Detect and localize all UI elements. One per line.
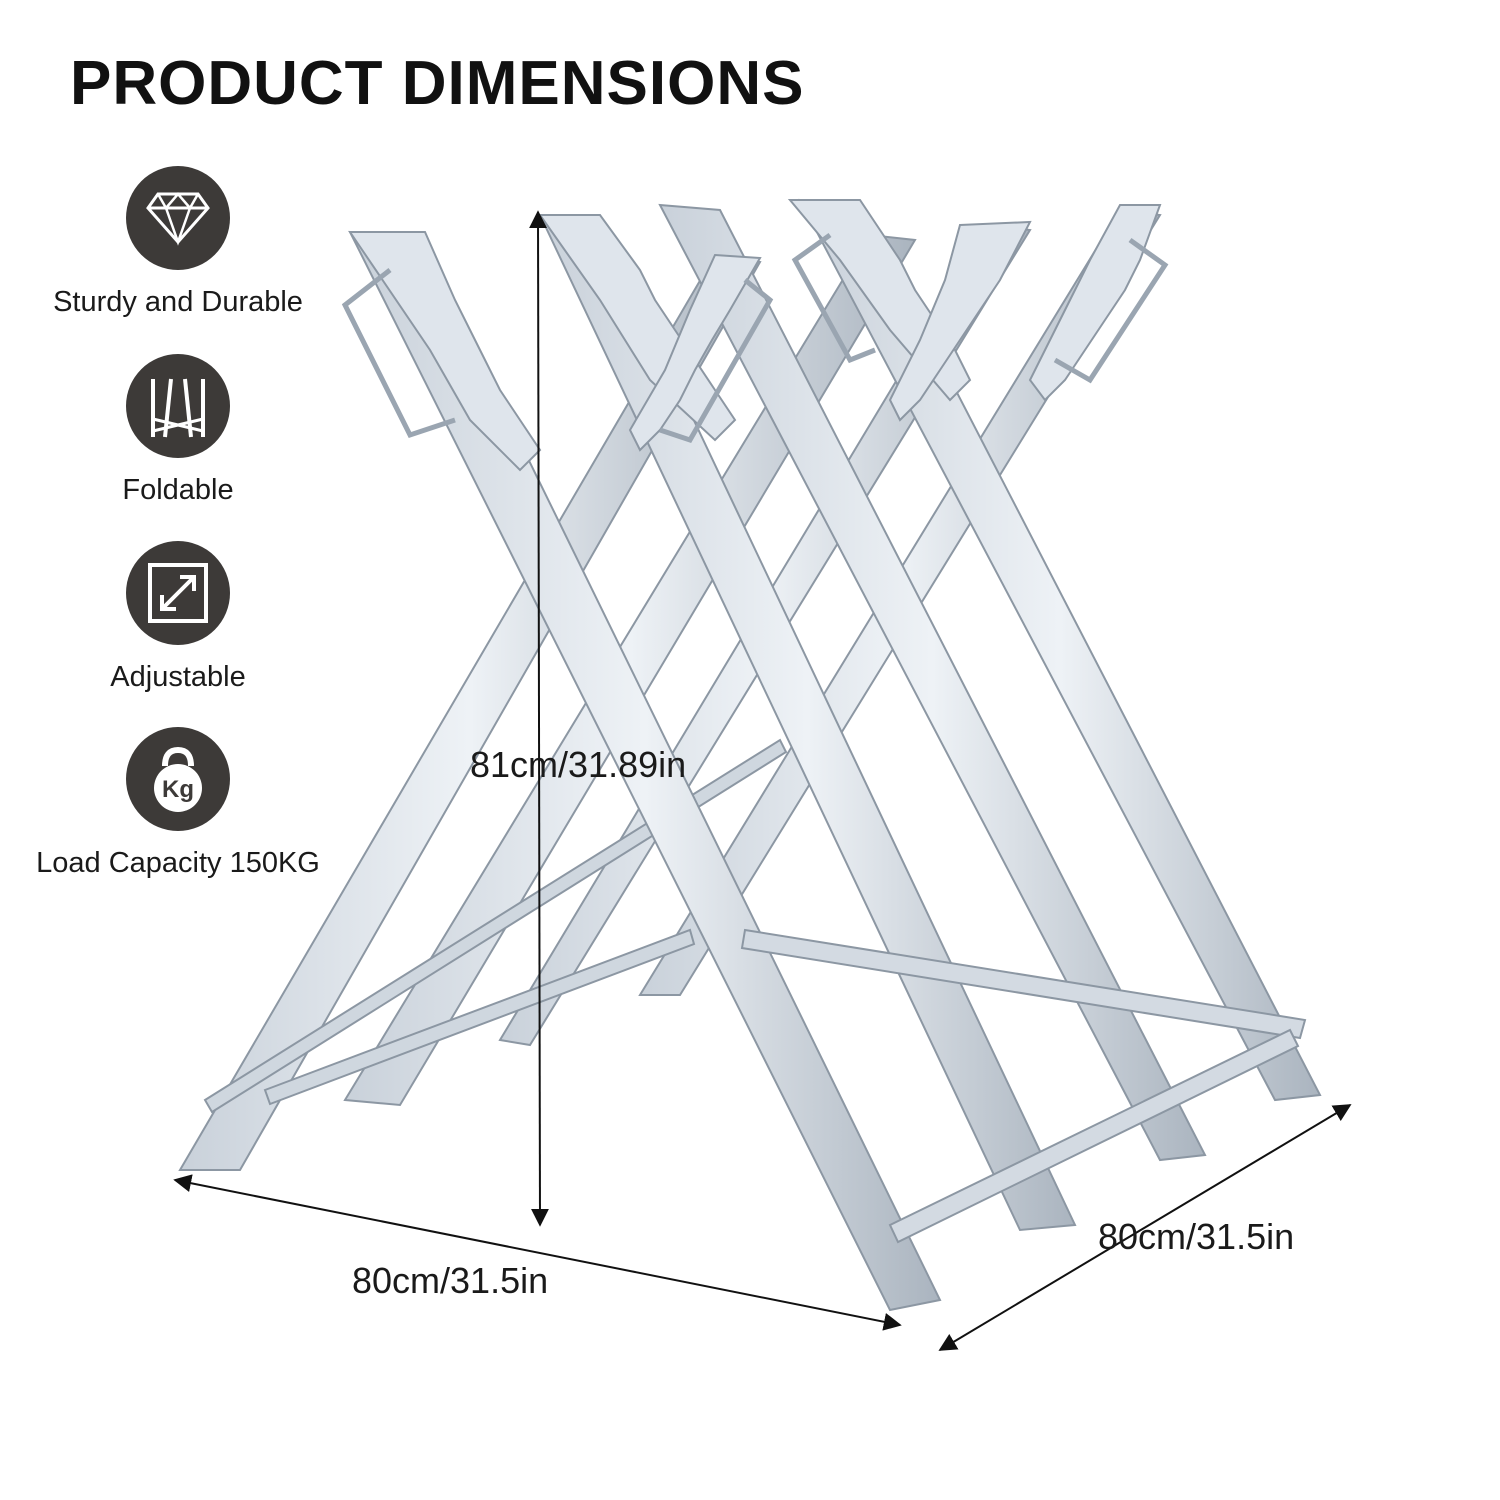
feature-foldable: Foldable: [8, 354, 348, 507]
width-dimension-label: 80cm/31.5in: [352, 1260, 549, 1301]
folding-legs-icon: [126, 354, 230, 458]
kettlebell-kg-icon: Kg: [126, 727, 230, 831]
svg-text:Kg: Kg: [162, 776, 194, 803]
saw-teeth-cradles: [348, 199, 1162, 472]
dimension-arrows: [173, 210, 1352, 1351]
diamond-icon: [126, 166, 230, 270]
depth-arrow: [938, 1104, 1352, 1351]
sawhorse-cross-braces: [203, 738, 788, 1114]
feature-label: Foldable: [122, 474, 234, 506]
feature-load-capacity: Kg Load Capacity 150KG: [8, 727, 348, 880]
height-arrow: [529, 210, 549, 1227]
height-dimension-label: 81cm/31.89in: [470, 744, 687, 785]
page-title: PRODUCT DIMENSIONS: [70, 49, 805, 118]
width-arrow: [173, 1174, 902, 1331]
feature-sturdy: Sturdy and Durable: [8, 166, 348, 319]
sawhorse-handles: [341, 232, 1169, 444]
feature-label: Sturdy and Durable: [53, 286, 303, 318]
feature-label: Load Capacity 150KG: [36, 847, 320, 879]
resize-arrow-icon: [126, 541, 230, 645]
feature-adjustable: Adjustable: [8, 541, 348, 694]
feature-label: Adjustable: [110, 661, 246, 693]
depth-dimension-label: 80cm/31.5in: [1098, 1216, 1295, 1257]
